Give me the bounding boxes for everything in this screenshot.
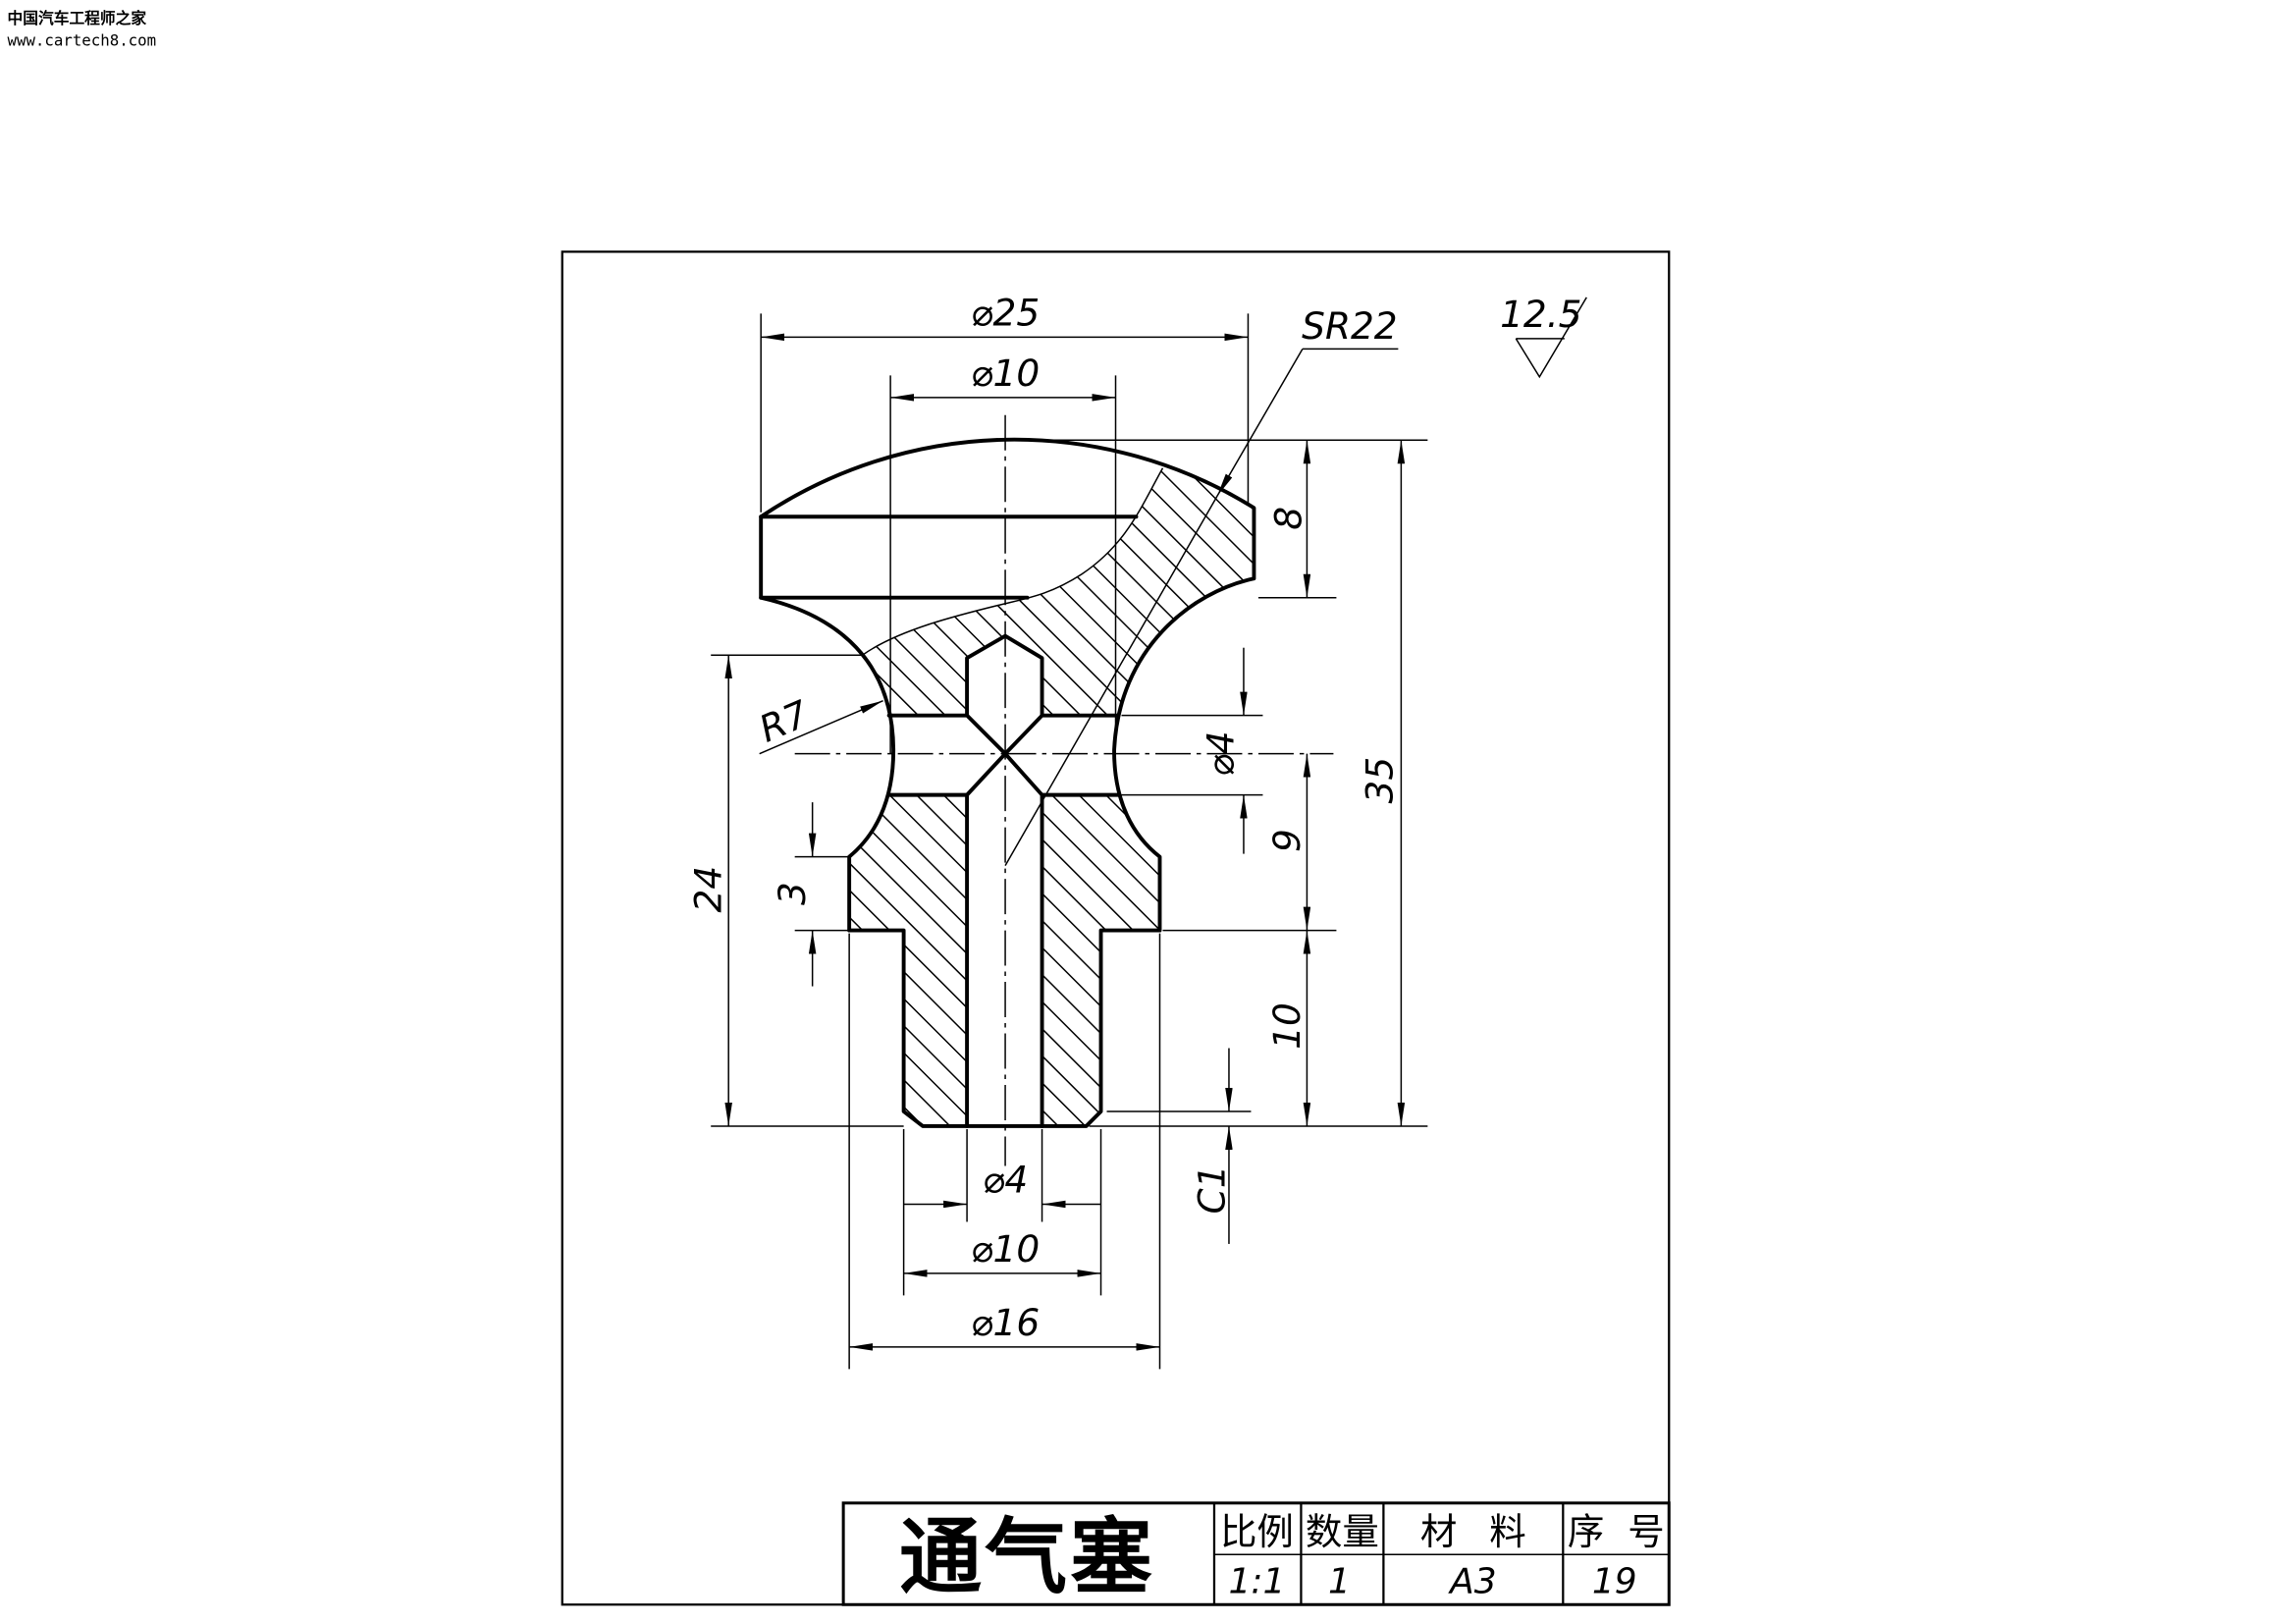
dimension-text: ⌀16 (971, 1301, 1040, 1344)
leader-line (1216, 348, 1304, 497)
dimension-text: R7 (753, 692, 815, 751)
dimension-sphere-radius: SR22 (1004, 304, 1399, 866)
dimension-bore-diameter: ⌀4 (903, 1128, 1101, 1222)
dimension-text: 24 (687, 866, 730, 913)
roughness-triangle-icon (1515, 297, 1587, 379)
watermark: 中国汽车工程师之家 www.cartech8.com (8, 9, 157, 49)
section-break-line (862, 467, 1164, 656)
dimension-text: C1 (1190, 1164, 1233, 1214)
dimension-text: ⌀25 (971, 291, 1040, 334)
header-material: 材 料 (1420, 1510, 1526, 1553)
dimension-overall-length: 35 (1358, 440, 1406, 1126)
dimension-text: 10 (1265, 1002, 1308, 1050)
dimension-stem-diameter: ⌀10 (902, 1128, 1102, 1296)
value-material: A3 (1448, 1561, 1496, 1601)
dimension-neck-diameter: ⌀10 (889, 352, 1117, 754)
dimension-text: ⌀10 (971, 1227, 1040, 1271)
value-scale: 1:1 (1229, 1561, 1286, 1601)
dimension-text: 9 (1265, 829, 1308, 852)
surface-roughness-symbol: 12.5 (1500, 293, 1587, 379)
value-item-no: 19 (1592, 1561, 1637, 1601)
dimension-text: ⌀4 (983, 1158, 1028, 1201)
dimension-text: SR22 (1302, 304, 1398, 348)
roughness-value: 12.5 (1500, 293, 1581, 336)
dimension-text: ⌀10 (971, 352, 1040, 395)
leader-line (759, 699, 883, 755)
header-scale: 比例 (1220, 1510, 1294, 1553)
dimension-stem-length: 10 (1089, 929, 1428, 1127)
title-block: 通气塞 比例 数量 材 料 序 号 1:1 1 A3 19 (841, 1501, 1671, 1606)
dimension-text: 3 (771, 882, 814, 905)
watermark-site-name: 中国汽车工程师之家 (8, 9, 147, 27)
section-hatching (824, 439, 1255, 1126)
part-name: 通气塞 (899, 1509, 1155, 1605)
dimension-head-diameter: ⌀25 (760, 291, 1250, 513)
hatch-fill (824, 439, 1255, 1126)
dimension-text: 35 (1358, 757, 1401, 804)
dimension-shoulder-diameter: ⌀16 (848, 933, 1161, 1370)
dimension-center-to-shoulder: 9 (1265, 753, 1311, 931)
dimension-head-height: 8 (1005, 439, 1428, 599)
watermark-url: www.cartech8.com (8, 30, 157, 49)
dimension-text: ⌀4 (1199, 730, 1242, 776)
dimension-cross-hole-diameter: ⌀4 (1121, 647, 1263, 854)
dimension-neck-to-bottom: 24 (687, 654, 904, 1127)
dimension-shoulder-height: 3 (771, 802, 850, 987)
part-drawing (759, 414, 1334, 1166)
header-item-no: 序 号 (1568, 1510, 1665, 1553)
dimension-chamfer: C1 (1106, 1048, 1252, 1244)
dimension-neck-radius: R7 (753, 692, 883, 755)
dimension-text: 8 (1266, 507, 1309, 530)
value-quantity: 1 (1328, 1561, 1351, 1601)
header-quantity: 数量 (1306, 1510, 1379, 1553)
leader-extension (1004, 495, 1218, 866)
